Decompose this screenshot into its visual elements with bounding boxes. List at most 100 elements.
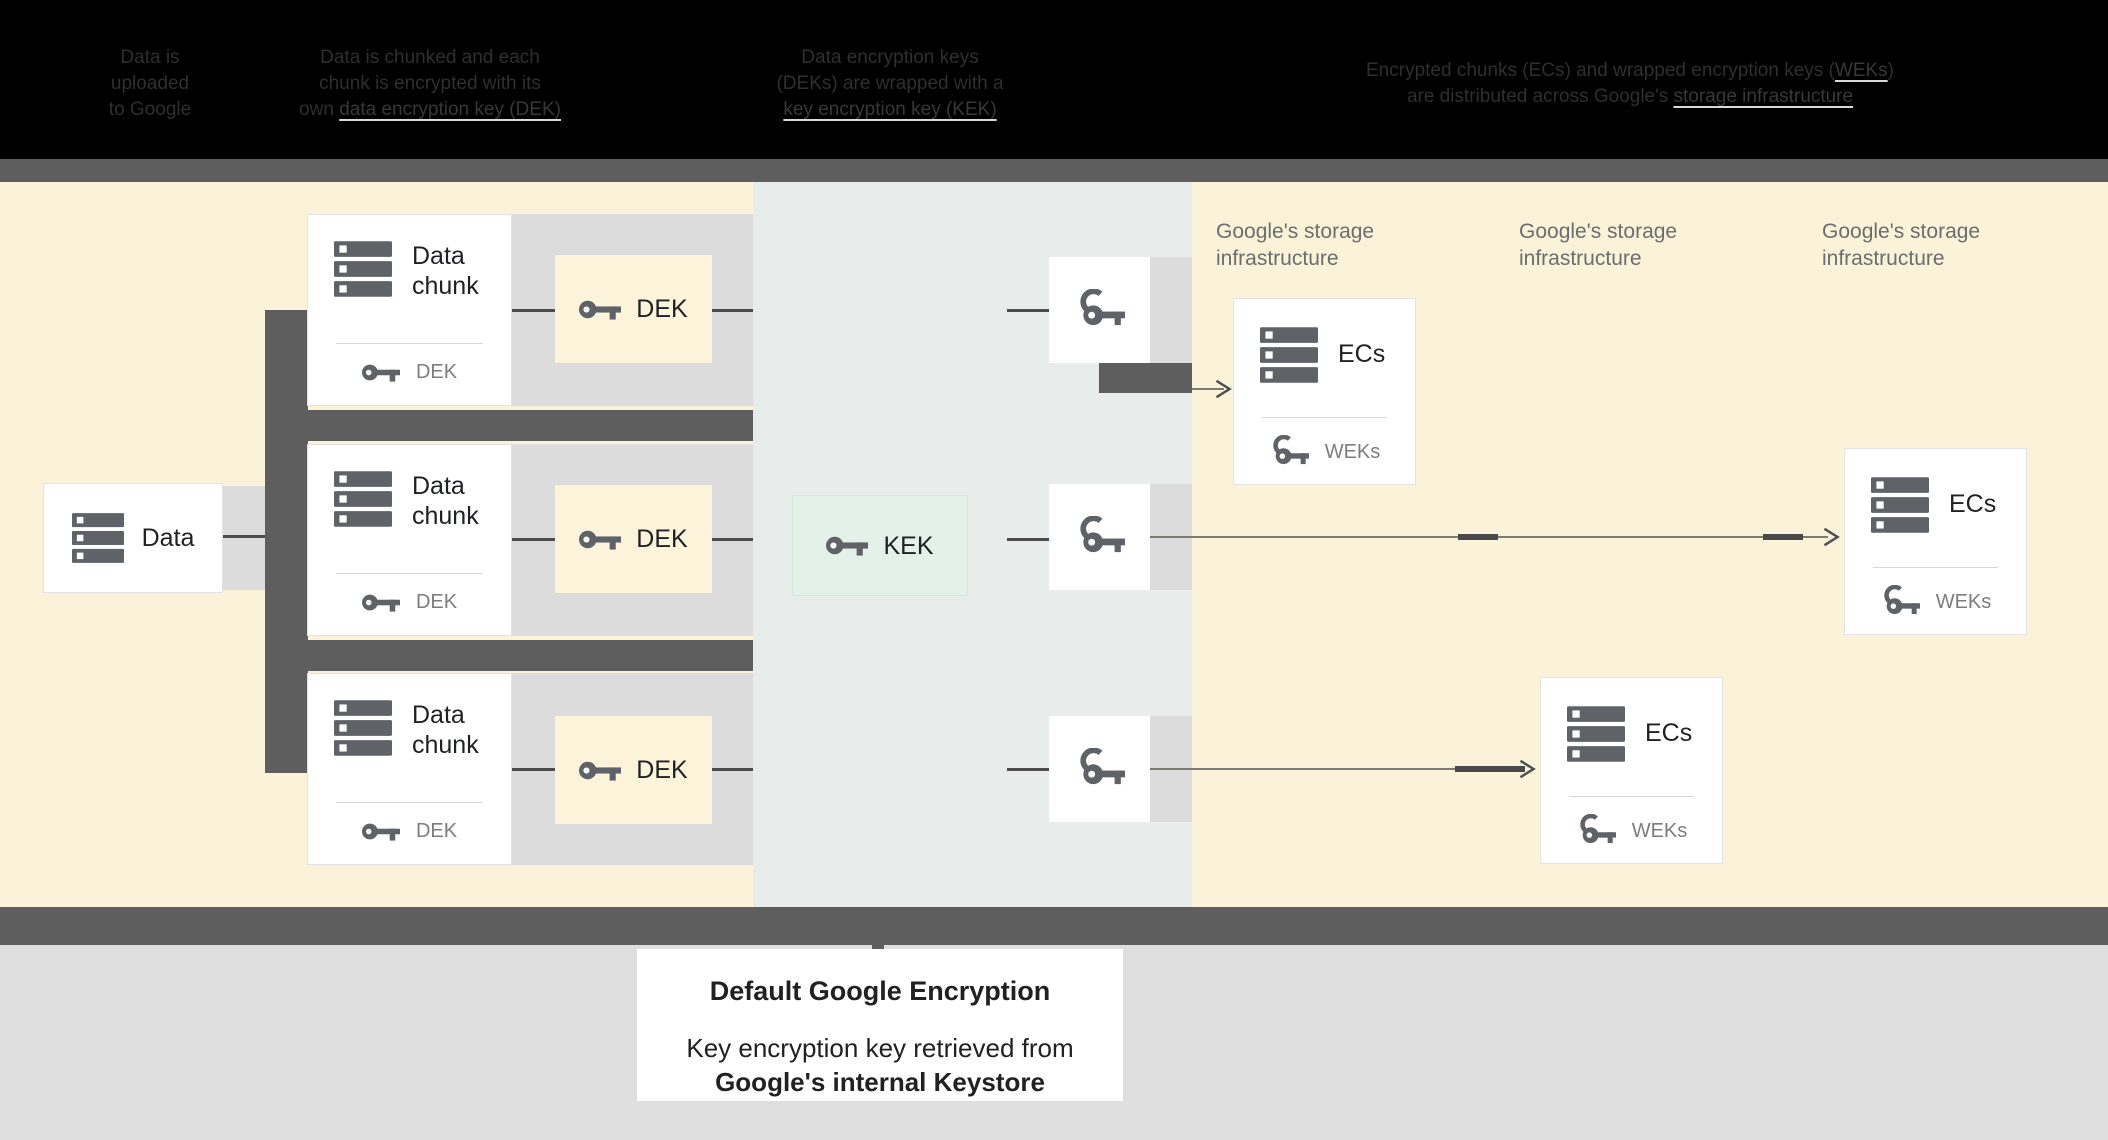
weks-row: WEKs (1234, 435, 1415, 469)
key-icon (362, 361, 400, 384)
wrapped-key-icon (1576, 814, 1616, 848)
dek-box: DEK (555, 485, 712, 593)
diagram-stage: Google's storage infrastructure Google's… (0, 182, 2108, 907)
arrow-dash (1458, 534, 1498, 540)
ecs-card-title: ECs (1645, 719, 1693, 747)
storage-link[interactable]: storage infrastructure (1673, 86, 1854, 107)
arrowhead-icon (1822, 526, 1840, 548)
weks-label: WEKs (1631, 819, 1688, 842)
connector-line (1007, 768, 1049, 771)
ecs-card-title: ECs (1949, 490, 1997, 518)
chunk-card-title: Data chunk (412, 701, 479, 759)
arrow-line (1150, 768, 1524, 770)
card-divider (1873, 567, 1998, 568)
key-icon (579, 297, 621, 322)
dek-box-content: DEK (555, 716, 712, 824)
data-card: Data (43, 483, 223, 593)
wrapped-key-content (1049, 716, 1150, 822)
caption-line: key encryption key (KEK) (735, 97, 1045, 123)
data-chunk-card: Data chunk DEK (307, 444, 512, 636)
kek-box-label: KEK (883, 531, 934, 560)
arrow-elbow-bar (1099, 363, 1192, 393)
storage-label-line: infrastructure (1822, 247, 1945, 270)
arrow-line (1192, 388, 1224, 390)
caption-title: Default Google Encryption (709, 976, 1051, 1006)
ecs-card-header: ECs (1260, 327, 1385, 383)
data-connector-panel (223, 486, 266, 590)
database-icon (334, 241, 392, 297)
storage-label-line: Google's storage (1519, 220, 1678, 243)
key-icon (362, 820, 400, 843)
caption-line: Encrypted chunks (ECs) and wrapped encry… (1285, 58, 1975, 84)
top-divider-band (0, 159, 2108, 182)
caption-line: own data encryption key (DEK) (235, 97, 625, 123)
caption-line: are distributed across Google's storage … (1285, 84, 1975, 110)
kek-link[interactable]: key encryption key (KEK) (783, 99, 997, 120)
wrapped-key-content (1049, 257, 1150, 363)
header-strip: Data is uploaded to Google Data is chunk… (0, 0, 2108, 159)
wrapped-key-box (1049, 484, 1150, 590)
ecs-card-title: ECs (1338, 340, 1386, 368)
wrapped-key-icon (1880, 585, 1920, 619)
ecs-card: ECs WEKs (1844, 448, 2027, 635)
bottom-divider-band (0, 907, 2108, 945)
wrapped-key-icon (1269, 435, 1309, 469)
chunk-dek-label: DEK (415, 591, 458, 613)
data-card-content: Data (44, 484, 222, 592)
arrowhead-icon (1214, 378, 1232, 400)
data-chunk-card: Data chunk DEK (307, 214, 512, 406)
weks-row: WEKs (1541, 814, 1722, 848)
weks-row: WEKs (1845, 585, 2026, 619)
ecs-card-header: ECs (1567, 706, 1692, 762)
key-icon (362, 591, 400, 614)
chunk-card-header: Data chunk (334, 700, 502, 760)
dek-box-label: DEK (636, 295, 688, 323)
dek-link[interactable]: data encryption key (DEK) (339, 99, 561, 120)
ecs-card-header: ECs (1871, 477, 1996, 533)
kek-box-content: KEK (793, 496, 967, 595)
dek-box-label: DEK (636, 756, 688, 784)
step-caption-wrapping: Data encryption keys (DEKs) are wrapped … (735, 45, 1045, 123)
weks-link[interactable]: WEKs (1834, 60, 1888, 81)
caption-line: Data is chunked and each (320, 47, 540, 68)
data-card-label: Data (141, 524, 195, 552)
chunk-dek-row: DEK (308, 820, 511, 843)
caption-text: own (299, 99, 340, 120)
caption-text: are distributed across Google's (1406, 86, 1674, 107)
storage-label-line: infrastructure (1216, 247, 1339, 270)
caption-line: to Google (108, 99, 192, 120)
chunk-dek-label: DEK (415, 820, 458, 842)
caption-line: uploaded (110, 73, 190, 94)
database-icon (1871, 477, 1929, 533)
fanout-horizontal-bar (265, 410, 753, 441)
dek-box-label: DEK (636, 525, 688, 553)
arrow-dash (1763, 534, 1803, 540)
caption-line1: Key encryption key retrieved from (686, 1033, 1074, 1063)
caption-text: ) (1887, 60, 1894, 81)
key-icon (579, 758, 621, 783)
data-chunk-card: Data chunk DEK (307, 673, 512, 865)
step-caption-upload: Data is uploaded to Google (55, 45, 245, 123)
key-box-panel (1150, 257, 1192, 363)
dek-box-content: DEK (555, 485, 712, 593)
wrapped-key-content (1049, 484, 1150, 590)
database-icon (1567, 706, 1625, 762)
caption-line: (DEKs) are wrapped with a (776, 73, 1004, 94)
weks-label: WEKs (1324, 440, 1381, 463)
database-icon (334, 700, 392, 756)
database-icon (72, 513, 124, 563)
ecs-card: ECs WEKs (1540, 677, 1723, 864)
storage-label-line: Google's storage (1216, 220, 1375, 243)
caption-text: Encrypted chunks (ECs) and wrapped encry… (1366, 60, 1835, 81)
fanout-vertical-bar (265, 310, 308, 773)
connector-line (512, 768, 555, 771)
arrowhead-icon (1518, 758, 1536, 780)
chunk-card-title: Data chunk (412, 472, 479, 530)
chunk-card-header: Data chunk (334, 241, 502, 301)
data-connector-line (223, 535, 266, 538)
card-divider (1262, 417, 1387, 418)
chunk-card-header: Data chunk (334, 471, 502, 531)
dek-box: DEK (555, 716, 712, 824)
storage-label-line: infrastructure (1519, 247, 1642, 270)
